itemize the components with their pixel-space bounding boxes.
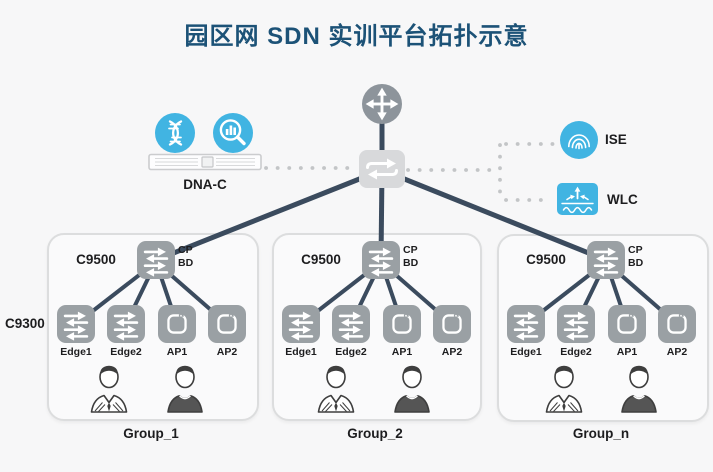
device-label: Edge2 — [335, 346, 367, 358]
fingerprint-icon — [560, 121, 598, 159]
access-point-icon — [208, 305, 246, 343]
device-label: AP1 — [166, 346, 188, 358]
device-label: Edge1 — [285, 346, 317, 358]
person-tshirt-icon — [617, 362, 661, 414]
bd-role-label: BD — [403, 257, 419, 269]
access-point-icon — [608, 305, 646, 343]
c9500-label: C9500 — [301, 252, 341, 267]
device-label: AP2 — [666, 346, 688, 358]
switch-icon — [57, 305, 95, 343]
bd-role-label: BD — [178, 257, 194, 269]
c9500-switch-icon — [137, 241, 175, 279]
c9500-switch-icon — [362, 241, 400, 279]
wlc-label: WLC — [607, 192, 638, 207]
group-name: Group_2 — [347, 426, 403, 441]
switch-icon — [557, 305, 595, 343]
server-appliance-icon — [148, 153, 262, 176]
bd-role-label: BD — [628, 257, 644, 269]
device-label: Edge2 — [110, 346, 142, 358]
device-label: Edge1 — [510, 346, 542, 358]
access-point-icon — [433, 305, 471, 343]
ise-label: ISE — [605, 132, 627, 147]
device-label: AP1 — [616, 346, 638, 358]
switch-icon — [332, 305, 370, 343]
page-title: 园区网 SDN 实训平台拓扑示意 — [184, 23, 529, 50]
chart-magnifier-icon — [213, 113, 253, 153]
cp-role-label: CP — [403, 244, 418, 256]
fusion-switch-icon — [359, 150, 405, 188]
person-suit-icon — [314, 362, 358, 414]
device-label: Edge2 — [560, 346, 592, 358]
group-name: Group_n — [572, 426, 630, 441]
router-icon — [362, 84, 402, 124]
access-point-icon — [658, 305, 696, 343]
device-label: AP2 — [216, 346, 238, 358]
c9300-label: C9300 — [5, 316, 45, 331]
c9500-switch-icon — [587, 241, 625, 279]
device-label: AP2 — [441, 346, 463, 358]
dnac-label: DNA-C — [183, 177, 227, 192]
person-tshirt-icon — [163, 362, 207, 414]
c9500-label: C9500 — [76, 252, 116, 267]
person-suit-icon — [87, 362, 131, 414]
person-tshirt-icon — [390, 362, 434, 414]
c9500-label: C9500 — [526, 252, 566, 267]
cp-role-label: CP — [628, 244, 643, 256]
switch-icon — [507, 305, 545, 343]
wireless-controller-icon — [557, 183, 598, 215]
device-label: AP1 — [391, 346, 413, 358]
dna-helix-icon — [155, 113, 195, 153]
access-point-icon — [383, 305, 421, 343]
cp-role-label: CP — [178, 244, 193, 256]
device-label: Edge1 — [60, 346, 92, 358]
switch-icon — [107, 305, 145, 343]
switch-icon — [282, 305, 320, 343]
group-name: Group_1 — [123, 426, 179, 441]
person-suit-icon — [542, 362, 586, 414]
access-point-icon — [158, 305, 196, 343]
